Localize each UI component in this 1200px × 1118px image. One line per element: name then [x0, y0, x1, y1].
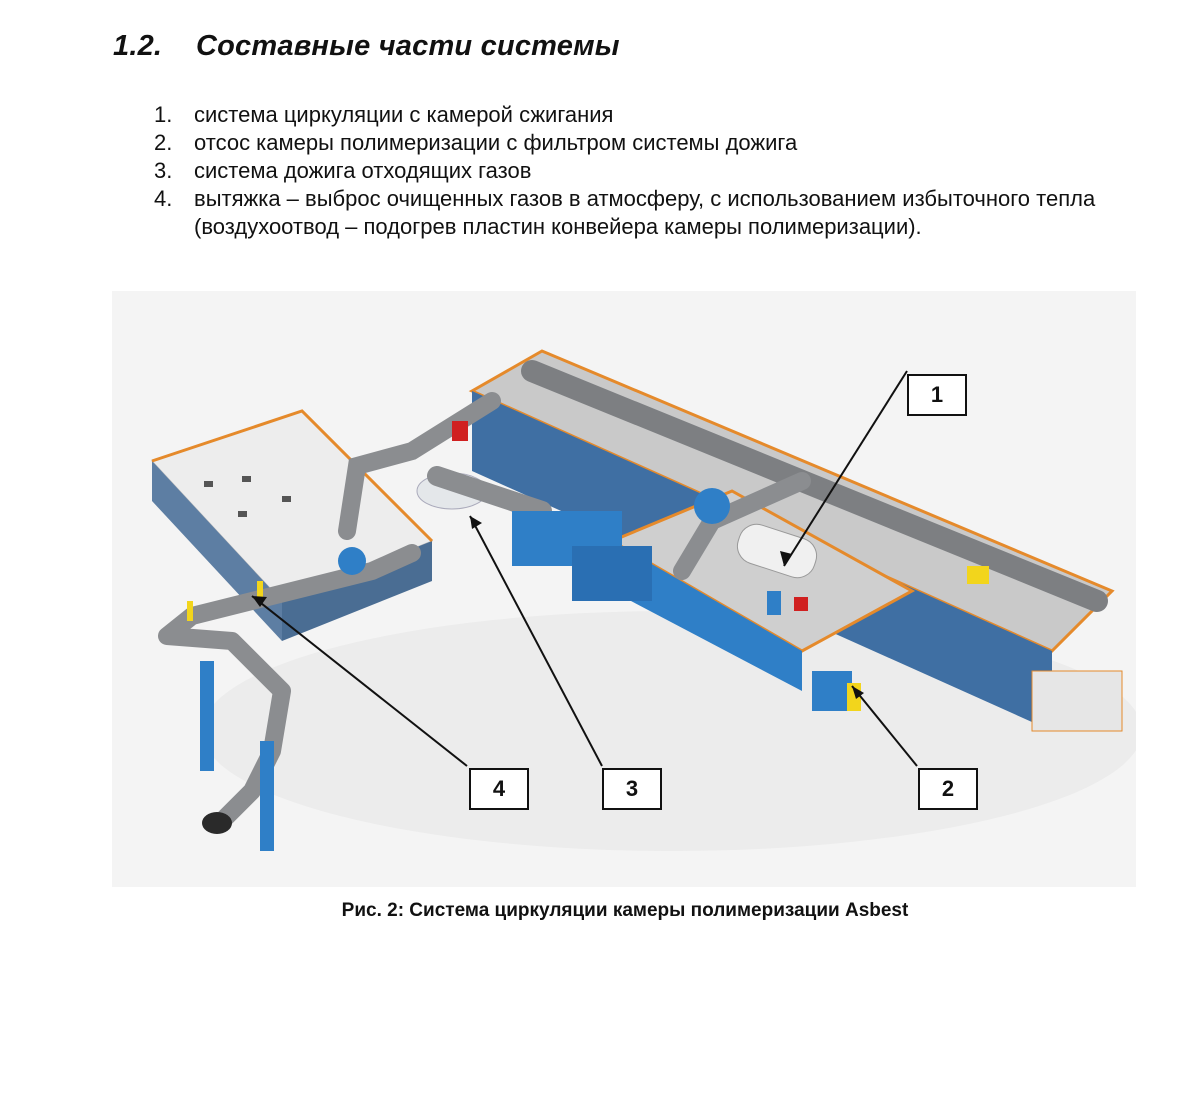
list-item: 3. система дожига отходящих газов: [150, 157, 1140, 185]
list-item-number: 3.: [154, 158, 173, 183]
list-item-text: вытяжка – выброс очищенных газов в атмос…: [194, 186, 1096, 239]
list-item-text: система дожига отходящих газов: [194, 158, 532, 183]
callout-2: 2: [918, 768, 978, 810]
list-item-text: система циркуляции с камерой сжигания: [194, 102, 614, 127]
list-item: 2. отсос камеры полимеризации с фильтром …: [150, 129, 1140, 157]
section-heading: 1.2. Составные части системы: [113, 30, 620, 63]
list-item: 1. система циркуляции с камерой сжигания: [150, 101, 1140, 129]
list-item-text: отсос камеры полимеризации с фильтром си…: [194, 130, 798, 155]
callout-4: 4: [469, 768, 529, 810]
callout-leaders: [251, 370, 918, 767]
exhaust-duct: [158, 544, 421, 851]
list-item-number: 1.: [154, 102, 173, 127]
components-list: 1.система циркуляции с камерой сжигания …: [150, 101, 1140, 241]
list-item-number: 4.: [154, 186, 173, 211]
list-item: 4. вытяжка – выброс очищенных газов в атм…: [150, 185, 1140, 241]
afterburner-unit: [338, 392, 652, 601]
system-figure: 1 2 3 4: [112, 291, 1142, 887]
figure-caption: Рис. 2: Система циркуляции камеры полиме…: [341, 900, 909, 921]
list-item-number: 2.: [154, 130, 173, 155]
callout-3: 3: [602, 768, 662, 810]
callout-1: 1: [907, 374, 967, 416]
section-title: Составные части системы: [196, 30, 620, 62]
callout-arrowheads: [252, 516, 864, 699]
section-number: 1.2.: [113, 30, 163, 62]
combustion-chamber: [452, 421, 989, 615]
